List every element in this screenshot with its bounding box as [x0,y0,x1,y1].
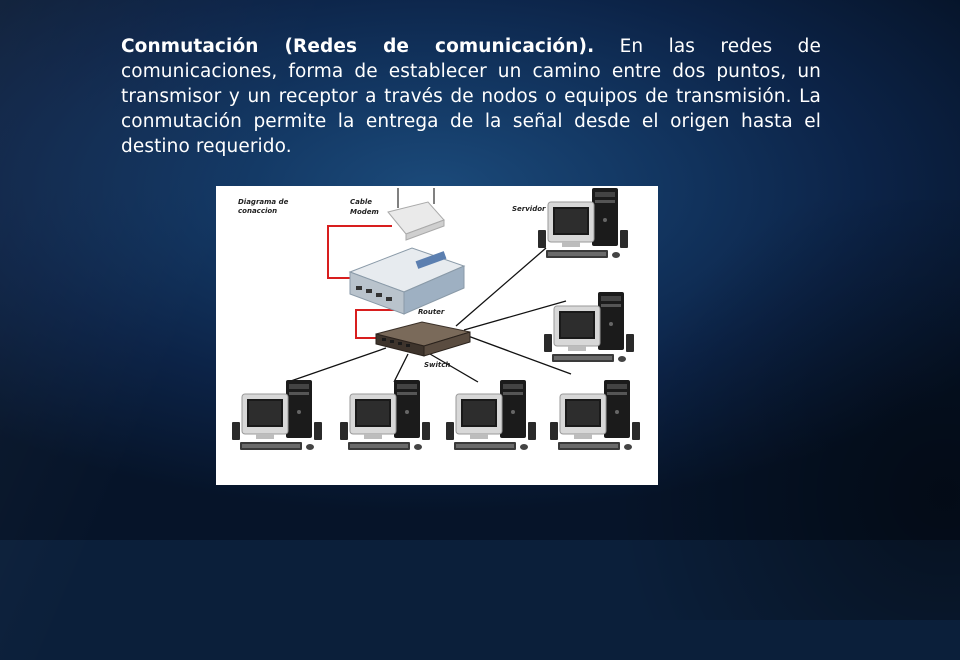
computer-icon-2 [340,380,430,450]
label-cable-line1: Cable [350,198,372,206]
computer-icon-1 [232,380,322,450]
label-diagram-line1: Diagrama de [238,198,289,206]
router-icon [350,248,464,314]
label-diagram-line2: conaccion [238,207,277,215]
label-switch: Switch [424,361,450,369]
network-diagram: Diagrama de conaccion Cable Modem Servid… [216,186,658,485]
paragraph-title: Conmutación (Redes de comunicación). [121,36,594,57]
switch-icon [376,322,470,356]
server-computer-icon [538,188,628,258]
label-server: Servidor [512,205,546,213]
network-diagram-image: Diagrama de conaccion Cable Modem Servid… [216,186,658,485]
label-cable-line2: Modem [350,208,379,216]
computer-icon-4 [550,380,640,450]
computer-icon-right [544,292,634,362]
label-router: Router [418,308,445,316]
computer-icon-3 [446,380,536,450]
cable-modem-icon [388,188,444,240]
slide-paragraph: Conmutación (Redes de comunicación). En … [121,34,821,159]
